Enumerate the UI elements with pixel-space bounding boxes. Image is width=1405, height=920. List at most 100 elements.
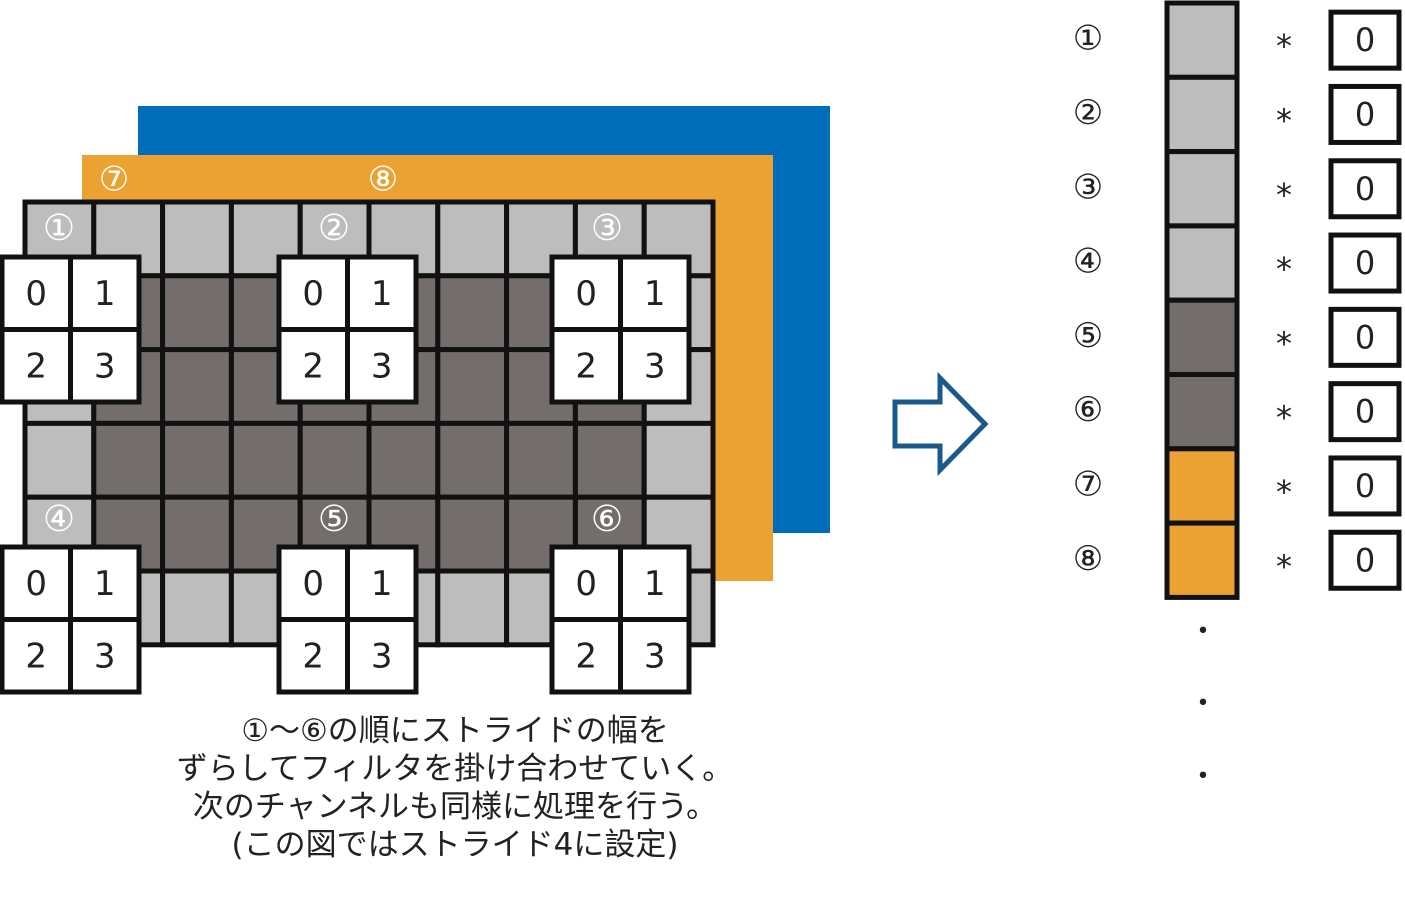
filter-cell-value: 1 — [371, 564, 393, 604]
filter-cell-value: 2 — [302, 346, 324, 386]
multiply-operator: * — [1276, 547, 1292, 585]
caption-line-1: ①～⑥の順にストライドの幅を — [241, 713, 669, 749]
filter-cell-value: 1 — [644, 274, 666, 314]
filter-cell-value: 3 — [644, 636, 666, 676]
multiply-operator: * — [1276, 473, 1292, 511]
filter-cell — [68, 327, 142, 405]
grid-cell — [22, 420, 97, 500]
vector-cell — [1164, 149, 1240, 229]
vector-label: ⑦ — [1073, 464, 1103, 504]
filter-cell-value: 0 — [575, 274, 597, 314]
filter-cell — [0, 254, 73, 332]
filter-cell — [345, 254, 419, 332]
grid-cell — [160, 420, 234, 500]
ellipsis-dot: ・ — [1188, 687, 1218, 722]
grid-cell — [160, 347, 234, 426]
grid-cell — [435, 273, 510, 353]
filter-cell-value: 2 — [25, 636, 47, 676]
ellipsis-dot: ・ — [1188, 760, 1218, 795]
vector-label: ② — [1073, 93, 1103, 133]
vector-label: ⑤ — [1073, 316, 1103, 356]
region-label-1: ① — [43, 208, 75, 249]
grid-cell — [435, 420, 510, 500]
filter-cell — [618, 327, 692, 405]
vector-cell — [1164, 520, 1240, 600]
weight-value: 0 — [1355, 467, 1375, 505]
vector-label: ③ — [1073, 167, 1103, 207]
weight-value: 0 — [1355, 318, 1375, 356]
caption-line-2: ずらしてフィルタを掛け合わせていく。 — [176, 751, 734, 787]
region-label-4: ④ — [43, 499, 75, 540]
region-label-5: ⑤ — [318, 499, 350, 540]
grid-cell — [297, 420, 372, 500]
grid-cell — [228, 420, 303, 500]
region-label-3: ③ — [591, 208, 623, 249]
filter-cell-value: 1 — [371, 274, 393, 314]
channel-2-label-7: ⑦ — [99, 160, 129, 200]
filter-cell-value: 0 — [25, 564, 47, 604]
weight-box — [1328, 381, 1402, 443]
right-arrow-icon — [892, 371, 989, 477]
multiply-operator: * — [1276, 101, 1292, 139]
filter-cell — [0, 617, 73, 695]
filter-cell-value: 1 — [94, 564, 116, 604]
filter-cell-value: 0 — [302, 564, 324, 604]
weight-value: 0 — [1355, 244, 1375, 282]
vector-cell — [1164, 297, 1240, 378]
filter-cell — [618, 254, 692, 332]
weight-box — [1328, 232, 1402, 294]
weight-box — [1328, 83, 1402, 145]
vector-cell — [1164, 446, 1240, 526]
caption-line-4: (この図ではストライド4に設定) — [231, 827, 679, 863]
weight-box — [1328, 9, 1402, 71]
filter-cell-value: 3 — [94, 636, 116, 676]
grid-cell — [91, 420, 166, 500]
multiply-operator: * — [1276, 27, 1292, 65]
grid-cell — [435, 568, 510, 648]
region-label-2: ② — [318, 208, 350, 249]
weight-box — [1328, 306, 1402, 368]
filter-cell — [276, 617, 350, 695]
filter-cell — [345, 327, 419, 405]
vector-cell — [1164, 74, 1240, 155]
vector-label: ⑧ — [1073, 539, 1103, 579]
ellipsis-dot: ・ — [1188, 615, 1218, 650]
filter-cell-value: 0 — [25, 274, 47, 314]
vector-label: ④ — [1073, 242, 1103, 282]
weight-box — [1328, 158, 1402, 220]
caption: ①～⑥の順にストライドの幅を ずらしてフィルタを掛け合わせていく。 次のチャンネ… — [60, 712, 850, 864]
vector-cell — [1164, 223, 1240, 303]
filter-cell-value: 2 — [302, 636, 324, 676]
vector-cell — [1164, 0, 1240, 80]
filter-cell — [68, 254, 142, 332]
vector-label: ⑥ — [1073, 390, 1103, 430]
channel-2-label-8: ⑧ — [368, 160, 398, 200]
grid-cell — [366, 420, 441, 500]
grid-cell — [641, 420, 716, 500]
weight-value: 0 — [1355, 21, 1375, 59]
filter-cell — [549, 617, 623, 695]
grid-cell — [504, 420, 578, 500]
region-label-6: ⑥ — [591, 499, 623, 540]
grid-cell — [572, 420, 647, 500]
filter-cell-value: 1 — [644, 564, 666, 604]
multiply-operator: * — [1276, 176, 1292, 214]
filter-cell-value: 2 — [575, 346, 597, 386]
grid-cell — [435, 199, 510, 279]
grid-cell — [160, 494, 234, 574]
filter-cell-value: 2 — [25, 346, 47, 386]
filter-cell — [618, 617, 692, 695]
caption-line-3: 次のチャンネルも同様に処理を行う。 — [192, 789, 718, 825]
grid-cell — [435, 347, 510, 426]
weight-box — [1328, 529, 1402, 591]
filter-cell-value: 3 — [94, 346, 116, 386]
grid-cell — [160, 568, 234, 648]
filter-cell-value: 3 — [371, 346, 393, 386]
weight-box — [1328, 455, 1402, 517]
